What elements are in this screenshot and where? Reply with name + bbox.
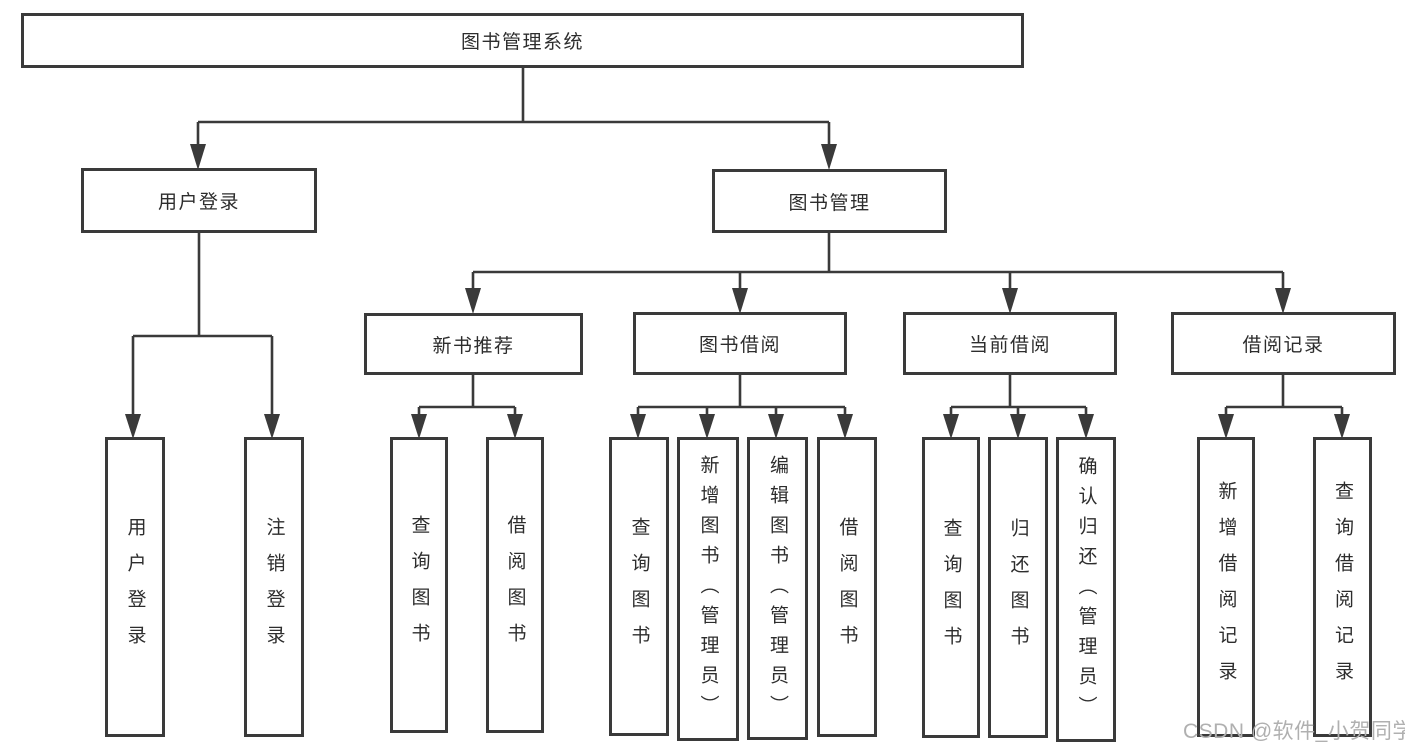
connector-current-borrow-children (943, 375, 1094, 439)
connector-book-management-children (465, 233, 1291, 314)
leaf-query-borrow-record: 查询借阅记录 (1313, 437, 1372, 737)
csdn-watermark: CSDN @软件_小贺同学 (1183, 720, 1405, 743)
connector-book-borrow-children (630, 375, 853, 439)
leaf-confirm-return-admin: 确认归还（管理员） (1056, 437, 1116, 742)
leaf-borrow-books: 借阅图书 (817, 437, 877, 737)
leaf-query-books-recommend: 查询图书 (390, 437, 448, 733)
leaf-add-book-admin: 新增图书（管理员） (677, 437, 739, 741)
node-new-book-recommend: 新书推荐 (364, 313, 583, 375)
leaf-query-books-borrow: 查询图书 (609, 437, 669, 736)
node-current-borrow: 当前借阅 (903, 312, 1117, 375)
leaf-edit-book-admin: 编辑图书（管理员） (747, 437, 808, 740)
leaf-return-books: 归还图书 (988, 437, 1048, 738)
leaf-logout: 注销登录 (244, 437, 304, 737)
leaf-user-login: 用户登录 (105, 437, 165, 737)
connector-root-to-level2 (190, 68, 837, 170)
connector-new-book-recommend-children (411, 375, 523, 439)
leaf-add-borrow-record: 新增借阅记录 (1197, 437, 1255, 737)
connector-borrow-records-children (1218, 375, 1350, 439)
node-root: 图书管理系统 (21, 13, 1024, 68)
connector-user-login-children (125, 233, 280, 439)
node-user-login: 用户登录 (81, 168, 317, 233)
leaf-query-books-current: 查询图书 (922, 437, 980, 738)
node-borrow-records: 借阅记录 (1171, 312, 1396, 375)
node-book-management: 图书管理 (712, 169, 947, 233)
node-book-borrow: 图书借阅 (633, 312, 847, 375)
leaf-borrow-books-recommend: 借阅图书 (486, 437, 544, 733)
